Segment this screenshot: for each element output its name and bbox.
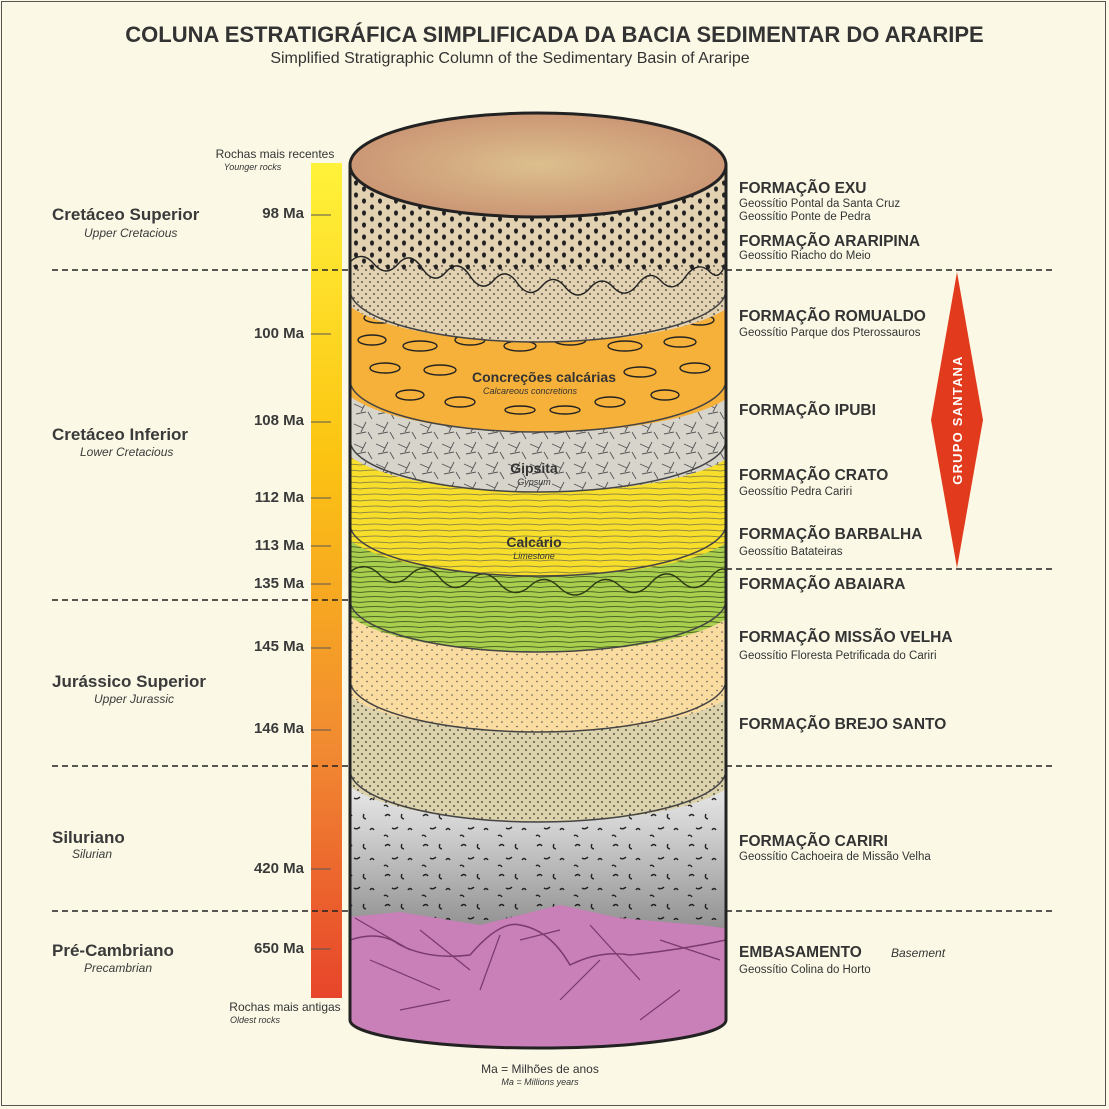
era-name: Pré-Cambriano [52, 941, 174, 960]
formation-name: FORMAÇÃO CARIRI [739, 833, 888, 850]
geosite-name: Geossítio Floresta Petrificada do Cariri [739, 650, 937, 662]
era-name-en: Upper Cretacious [84, 226, 178, 240]
column-outline [348, 165, 728, 1050]
formation-name: EMBASAMENTO [739, 944, 862, 961]
column-top [348, 111, 728, 219]
layer-basement [350, 905, 726, 1048]
gypsum-label: Gipsita [510, 460, 558, 476]
concretions-label: Concreções calcárias [472, 369, 616, 385]
era-name: Siluriano [52, 828, 125, 847]
age-label: 108 Ma [253, 412, 304, 429]
limestone-label: Calcário [506, 534, 562, 550]
era-name: Cretáceo Inferior [52, 425, 189, 444]
era-name-en: Precambrian [84, 961, 153, 975]
era-name-en: Lower Cretacious [80, 445, 174, 459]
age-ticks [311, 214, 331, 950]
concretions-label-en: Calcareous concretions [482, 386, 578, 396]
era-dividers [52, 269, 1056, 912]
age-label: 98 Ma [262, 205, 304, 222]
era-name: Jurássico Superior [52, 672, 207, 691]
era-name-en: Silurian [72, 847, 113, 861]
formation-name: FORMAÇÃO IPUBI [739, 402, 876, 419]
younger-rocks-label-en: Younger rocks [223, 162, 282, 172]
formation-name: FORMAÇÃO CRATO [739, 467, 889, 484]
era-name: Cretáceo Superior [52, 205, 200, 224]
grupo-santana-arrow [931, 272, 983, 568]
age-scale-bar [311, 163, 342, 998]
era-name-en: Upper Jurassic [94, 692, 175, 706]
formation-name: FORMAÇÃO BREJO SANTO [739, 716, 947, 733]
age-label: 135 Ma [253, 575, 304, 592]
geosite-name: Geossítio Pontal da Santa Cruz [739, 198, 901, 210]
age-label: 420 Ma [253, 860, 304, 877]
geosite-name: Geossítio Riacho do Meio [739, 250, 871, 262]
geosite-name: Geossítio Ponte de Pedra [739, 211, 871, 223]
geosite-name: Geossítio Parque dos Pterossauros [739, 327, 921, 339]
page-title: COLUNA ESTRATIGRÁFICA SIMPLIFICADA DA BA… [125, 22, 984, 47]
geosite-name: Geossítio Pedra Cariri [739, 486, 853, 498]
age-label: 145 Ma [253, 638, 304, 655]
age-label: 146 Ma [253, 720, 304, 737]
footnote: Ma = Milhões de anos [481, 1062, 599, 1076]
younger-rocks-label: Rochas mais recentes [215, 147, 335, 161]
formation-name-en: Basement [891, 946, 946, 960]
geosite-name: Geossítio Batateiras [739, 546, 843, 558]
gypsum-label-en: Gypsum [517, 477, 551, 487]
geosite-name: Geossítio Cachoeira de Missão Velha [739, 851, 931, 863]
formation-name: FORMAÇÃO ARARIPINA [739, 233, 921, 250]
page-subtitle: Simplified Stratigraphic Column of the S… [270, 50, 750, 67]
geosite-name: Geossítio Colina do Horto [739, 964, 871, 976]
age-label: 650 Ma [253, 940, 304, 957]
age-label: 113 Ma [254, 537, 304, 554]
formation-name: FORMAÇÃO EXU [739, 180, 867, 197]
age-label: 100 Ma [253, 325, 304, 342]
formation-name: FORMAÇÃO MISSÃO VELHA [739, 629, 953, 646]
formation-name: FORMAÇÃO ABAIARA [739, 576, 906, 593]
formation-name: FORMAÇÃO ROMUALDO [739, 308, 926, 325]
limestone-label-en: Limestone [513, 551, 555, 561]
older-rocks-label: Rochas mais antigas [229, 1000, 341, 1014]
formation-name: FORMAÇÃO BARBALHA [739, 526, 923, 543]
stratigraphic-column [350, 165, 726, 1048]
footnote-en: Ma = Millions years [501, 1077, 579, 1087]
grupo-santana-label: GRUPO SANTANA [950, 355, 965, 484]
age-label: 112 Ma [254, 489, 304, 506]
older-rocks-label-en: Oldest rocks [229, 1015, 280, 1025]
